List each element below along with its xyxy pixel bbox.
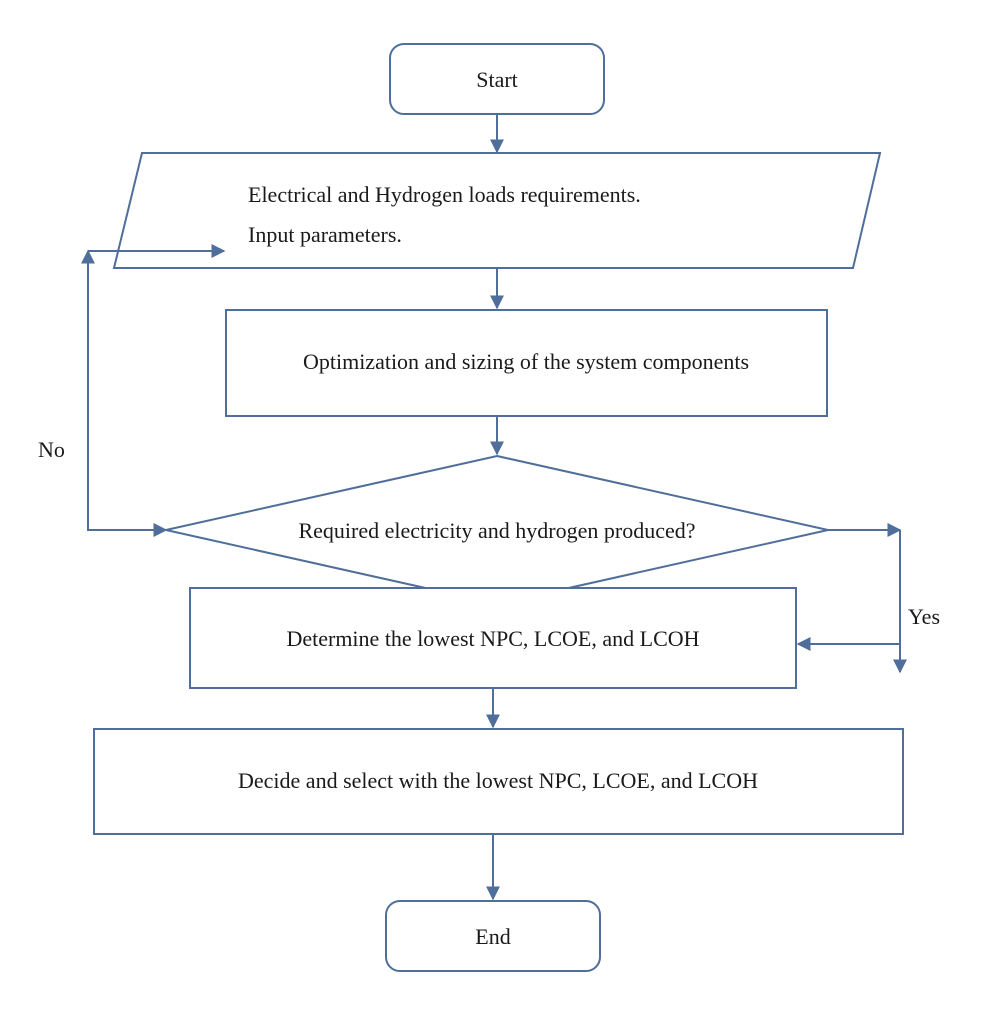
edge-no-loop [81,249,168,537]
no-label: No [38,437,65,462]
decision-node: Required electricity and hydrogen produc… [165,454,829,606]
determine-node: Determine the lowest NPC, LCOE, and LCOH [189,587,797,689]
end-label: End [475,924,510,949]
select-label: Decide and select with the lowest NPC, L… [238,768,758,793]
select-node: Decide and select with the lowest NPC, L… [93,728,904,835]
optimize-label: Optimization and sizing of the system co… [303,349,749,374]
end-node: End [385,900,601,972]
start-label: Start [476,67,518,92]
input-line-2: Input parameters. [248,222,402,247]
yes-label: Yes [908,604,940,629]
input-node: Electrical and Hydrogen loads requiremen… [112,152,882,269]
decision-label: Required electricity and hydrogen produc… [298,518,695,543]
start-node: Start [389,43,605,115]
determine-label: Determine the lowest NPC, LCOE, and LCOH [286,626,699,651]
input-line-1: Electrical and Hydrogen loads requiremen… [248,182,641,207]
optimize-node: Optimization and sizing of the system co… [225,309,828,417]
